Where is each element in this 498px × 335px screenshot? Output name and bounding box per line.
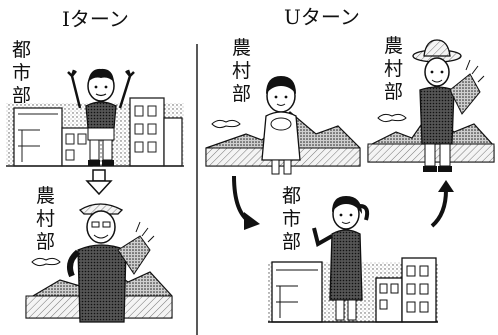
right-city-char-2: 市 xyxy=(282,208,301,230)
boy-figure xyxy=(67,68,135,166)
left-city-char-1: 都 xyxy=(12,39,31,61)
left-city-char-2: 市 xyxy=(12,62,31,84)
girl-figure xyxy=(261,76,301,175)
right-rural-label-farmer: 農 村 部 xyxy=(384,35,403,103)
curved-arrow-up-icon xyxy=(430,180,454,228)
curved-arrow-down-icon xyxy=(232,175,260,230)
i-turn-title: Iターン xyxy=(62,7,129,31)
young-farmer-figure xyxy=(412,39,485,172)
left-city-label: 都 市 部 xyxy=(12,39,31,107)
right-city-char-1: 都 xyxy=(282,185,301,207)
right-rural-farmer-char-3: 部 xyxy=(384,81,403,103)
down-arrow-icon xyxy=(85,169,113,196)
right-city-char-3: 部 xyxy=(282,231,301,253)
right-city-label: 都 市 部 xyxy=(282,185,301,253)
right-rural-farmer-char-2: 村 xyxy=(384,58,403,80)
right-rural-girl-char-3: 部 xyxy=(232,83,251,105)
right-rural-girl-char-2: 村 xyxy=(232,60,251,82)
left-rural-char-1: 農 xyxy=(36,185,55,207)
right-rural-girl-char-1: 農 xyxy=(232,37,251,59)
u-turn-title: Uターン xyxy=(284,5,360,29)
woman-figure xyxy=(312,196,370,321)
left-rural-char-2: 村 xyxy=(36,208,55,230)
left-city-char-3: 部 xyxy=(12,85,31,107)
left-rural-label: 農 村 部 xyxy=(36,185,55,253)
older-farmer-figure xyxy=(67,203,155,323)
right-rural-label-girl: 農 村 部 xyxy=(232,37,251,105)
left-rural-char-3: 部 xyxy=(36,231,55,253)
right-rural-farmer-char-1: 農 xyxy=(384,35,403,57)
